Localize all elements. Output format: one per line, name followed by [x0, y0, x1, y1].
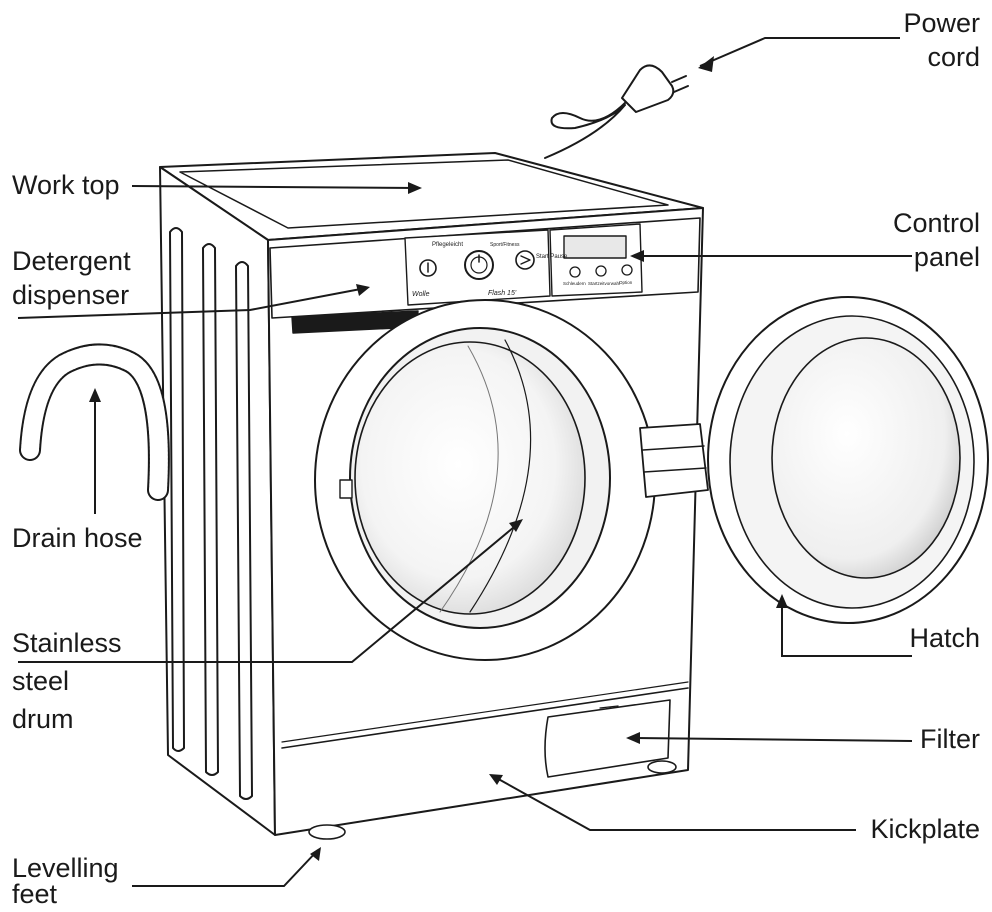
arrowhead-work-top [408, 182, 422, 194]
leader-levelling-feet [132, 849, 319, 887]
label-kickplate: Kickplate [870, 814, 980, 844]
arrowhead-detergent-dispenser [356, 284, 370, 296]
door-latch-slot [339, 479, 353, 499]
label-hatch: Hatch [909, 623, 980, 653]
panel-option-text: Option [619, 280, 633, 285]
work-top-inset [179, 159, 669, 229]
label-power-cord: Power cord [903, 8, 980, 72]
leader-hatch [781, 598, 912, 657]
arrowhead-control-panel [630, 250, 644, 262]
panel-flash-text: Flash 15' [488, 290, 517, 297]
leader-power-cord [699, 37, 900, 67]
startzeitvorwahl-button[interactable] [595, 265, 607, 277]
option-button[interactable] [621, 264, 633, 276]
hatch-glass-bowl [771, 337, 961, 579]
arrowhead-power-cord [698, 56, 714, 72]
power-plug [621, 64, 675, 113]
leader-filter [629, 737, 913, 742]
arrowhead-stainless-steel-drum [509, 519, 523, 532]
label-work-top: Work top [12, 170, 120, 200]
label-control-panel: Control panel [892, 208, 980, 272]
label-detergent-dispenser: Detergent dispenser [12, 246, 131, 310]
arrowhead-hatch [776, 594, 788, 608]
leader-kickplate [492, 775, 856, 831]
filter-flap[interactable] [544, 699, 671, 778]
levelling-foot-left [308, 824, 346, 840]
levelling-foot-right [647, 760, 677, 774]
start-pause-button[interactable] [515, 250, 535, 270]
label-filter: Filter [920, 724, 980, 754]
leader-stainless-steel-drum [18, 521, 521, 663]
label-levelling-feet: Levelling feet [12, 853, 119, 909]
panel-wolle-text: Wolle [412, 291, 430, 298]
arrowhead-kickplate [489, 774, 503, 785]
arrowhead-filter [626, 732, 640, 744]
leader-detergent-dispenser [17, 287, 367, 319]
door-hinge [639, 423, 709, 498]
stainless-steel-drum-shape [354, 341, 586, 615]
panel-pflegeleicht-text: Pflegeleicht [432, 242, 463, 248]
panel-startzeitvorwahl-text: Startzeitvorwahl [588, 281, 620, 286]
power-cord [544, 101, 627, 159]
panel-sport-fitness-text: Sport/Fitness [490, 242, 520, 248]
schleudern-button[interactable] [569, 266, 581, 278]
panel-start-pause-text: Start Pause [536, 254, 568, 260]
display-screen [563, 235, 627, 259]
leader-work-top [131, 185, 419, 189]
arrowhead-levelling-feet [310, 847, 321, 861]
label-stainless-steel-drum: Stainless steel drum [12, 628, 122, 734]
label-drain-hose: Drain hose [12, 523, 143, 553]
kickplate-line [281, 687, 689, 749]
arrowhead-drain-hose [89, 388, 101, 402]
panel-schleudern-text: Schleudern [563, 281, 586, 286]
